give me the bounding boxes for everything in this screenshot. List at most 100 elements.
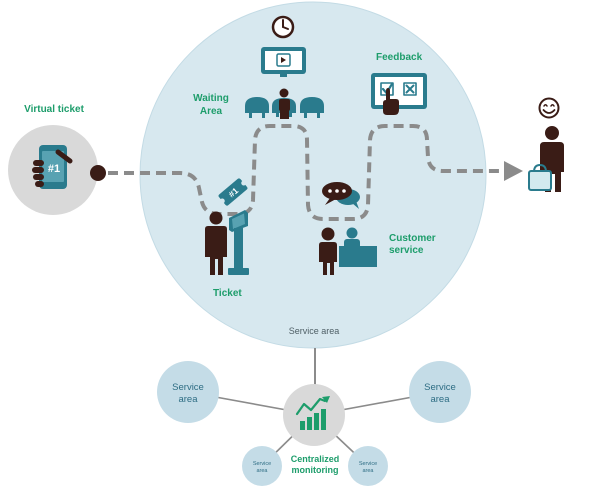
pointing-finger: [55, 149, 73, 164]
kiosk-base: [228, 268, 249, 275]
person-legs: [280, 110, 289, 119]
chart-trend-arrow: [322, 396, 330, 403]
smiley-mouth: [542, 109, 556, 114]
person-head: [209, 211, 223, 225]
chart-bar: [321, 409, 326, 430]
video-screen-icon: [261, 47, 306, 77]
smiley-face: [538, 97, 560, 119]
satellite-circle: [348, 446, 388, 486]
satellite-service-area-small-right: Service area: [348, 446, 388, 486]
satellite-label-line2: area: [362, 468, 374, 474]
bag-body: [528, 170, 552, 191]
finger: [33, 160, 44, 166]
satellite-service-area-right: Service area: [409, 361, 471, 423]
bubble-dot: [328, 189, 332, 193]
satellite-service-area-small-left: Service area: [242, 446, 282, 486]
smiley-eye: [550, 104, 555, 107]
person-body: [205, 226, 227, 275]
finger: [32, 167, 44, 173]
satellite-label-line2: area: [256, 468, 268, 474]
person-head: [321, 227, 335, 241]
start-dot-icon: [90, 165, 106, 181]
customer-service-label-line1: Customer: [389, 233, 436, 244]
service-desk: [339, 246, 377, 267]
bubble-dot: [335, 189, 339, 193]
customer-service: Customer service: [319, 182, 436, 275]
service-desk-icon: [339, 227, 377, 267]
speech-bubble-icon: [322, 182, 360, 209]
clock-icon: [271, 15, 295, 39]
virtual-ticket: Virtual ticket #1: [8, 104, 106, 215]
customer-person-icon: [319, 227, 337, 275]
kiosk-pole: [234, 228, 243, 270]
waiting-chair: [245, 97, 269, 118]
satellite-service-area-left: Service area: [157, 361, 219, 423]
customer-service-label-line2: service: [389, 245, 424, 256]
waiting-person-icon: [279, 88, 290, 119]
clock-hand-hour: [282, 26, 289, 30]
finger: [33, 174, 44, 180]
satellite-circle: [157, 361, 219, 423]
waiting-area-label-line1: Waiting: [193, 93, 229, 104]
satellite-circle: [409, 361, 471, 423]
person-body: [319, 242, 337, 275]
ticket-label: Ticket: [213, 288, 242, 299]
waiting-area: Waiting Area: [193, 15, 324, 119]
screen-stand: [280, 74, 287, 77]
satellite-label-line2: area: [430, 394, 450, 405]
cross-box-icon: [403, 82, 417, 96]
flow-arrow-head: [504, 161, 523, 181]
feedback-board-icon: [371, 73, 427, 115]
smartphone-icon: #1: [32, 145, 73, 189]
chart-bar: [300, 421, 305, 430]
chart-bar: [307, 417, 312, 430]
agent-head: [346, 227, 358, 239]
chart-bar: [314, 413, 319, 430]
customer-flow-path: [108, 124, 505, 221]
smiley-eye: [543, 104, 548, 107]
satellite-label-line1: Service: [359, 461, 377, 467]
feedback-label: Feedback: [376, 52, 423, 63]
chart-trend-line: [295, 397, 327, 416]
monitoring-label-line1: Centralized: [291, 454, 340, 464]
ticket-notch: [241, 180, 247, 186]
satellite-label-line1: Service: [424, 382, 456, 393]
ticket-shape: [218, 178, 248, 206]
bubble-back-tail: [352, 201, 359, 209]
hand-icon: [32, 149, 73, 187]
smiley-icon: [538, 97, 560, 119]
satisfied-customer: [528, 97, 564, 192]
play-icon: [281, 57, 286, 63]
person-body: [279, 99, 290, 111]
screen-video-box: [276, 53, 291, 67]
satellite-label-line2: area: [178, 394, 198, 405]
person-head: [545, 126, 559, 140]
satellite-circle: [242, 446, 282, 486]
waiting-chair: [300, 97, 324, 118]
ticket: #1 Ticket: [205, 178, 249, 299]
phone-ticket-number: #1: [48, 163, 60, 175]
service-area-caption: Service area: [289, 326, 340, 336]
waiting-area-label-line2: Area: [200, 106, 223, 117]
board-surface: [375, 77, 423, 105]
cross-mark-icon: [405, 84, 415, 94]
ticket-notch: [219, 198, 225, 204]
finger: [35, 181, 44, 187]
bag-handle: [533, 164, 547, 173]
ticket-icon: #1: [218, 178, 248, 206]
feedback: Feedback: [371, 52, 427, 115]
bubble-front-tail: [325, 198, 336, 205]
ticket-kiosk-icon: [228, 210, 249, 275]
pointing-hand-icon: [383, 88, 399, 115]
person-head: [279, 88, 289, 98]
ticket-person-icon: [205, 211, 227, 275]
satellite-label-line1: Service: [253, 461, 271, 467]
waiting-chairs-icon: [245, 88, 324, 119]
monitoring-label-line2: monitoring: [292, 465, 339, 475]
phone-screen: [42, 151, 64, 182]
kiosk-screen: [232, 213, 245, 229]
centralized-monitoring: Centralized monitoring: [283, 384, 345, 475]
shopping-bag-icon: [528, 164, 552, 191]
satellite-label-line1: Service: [172, 382, 204, 393]
